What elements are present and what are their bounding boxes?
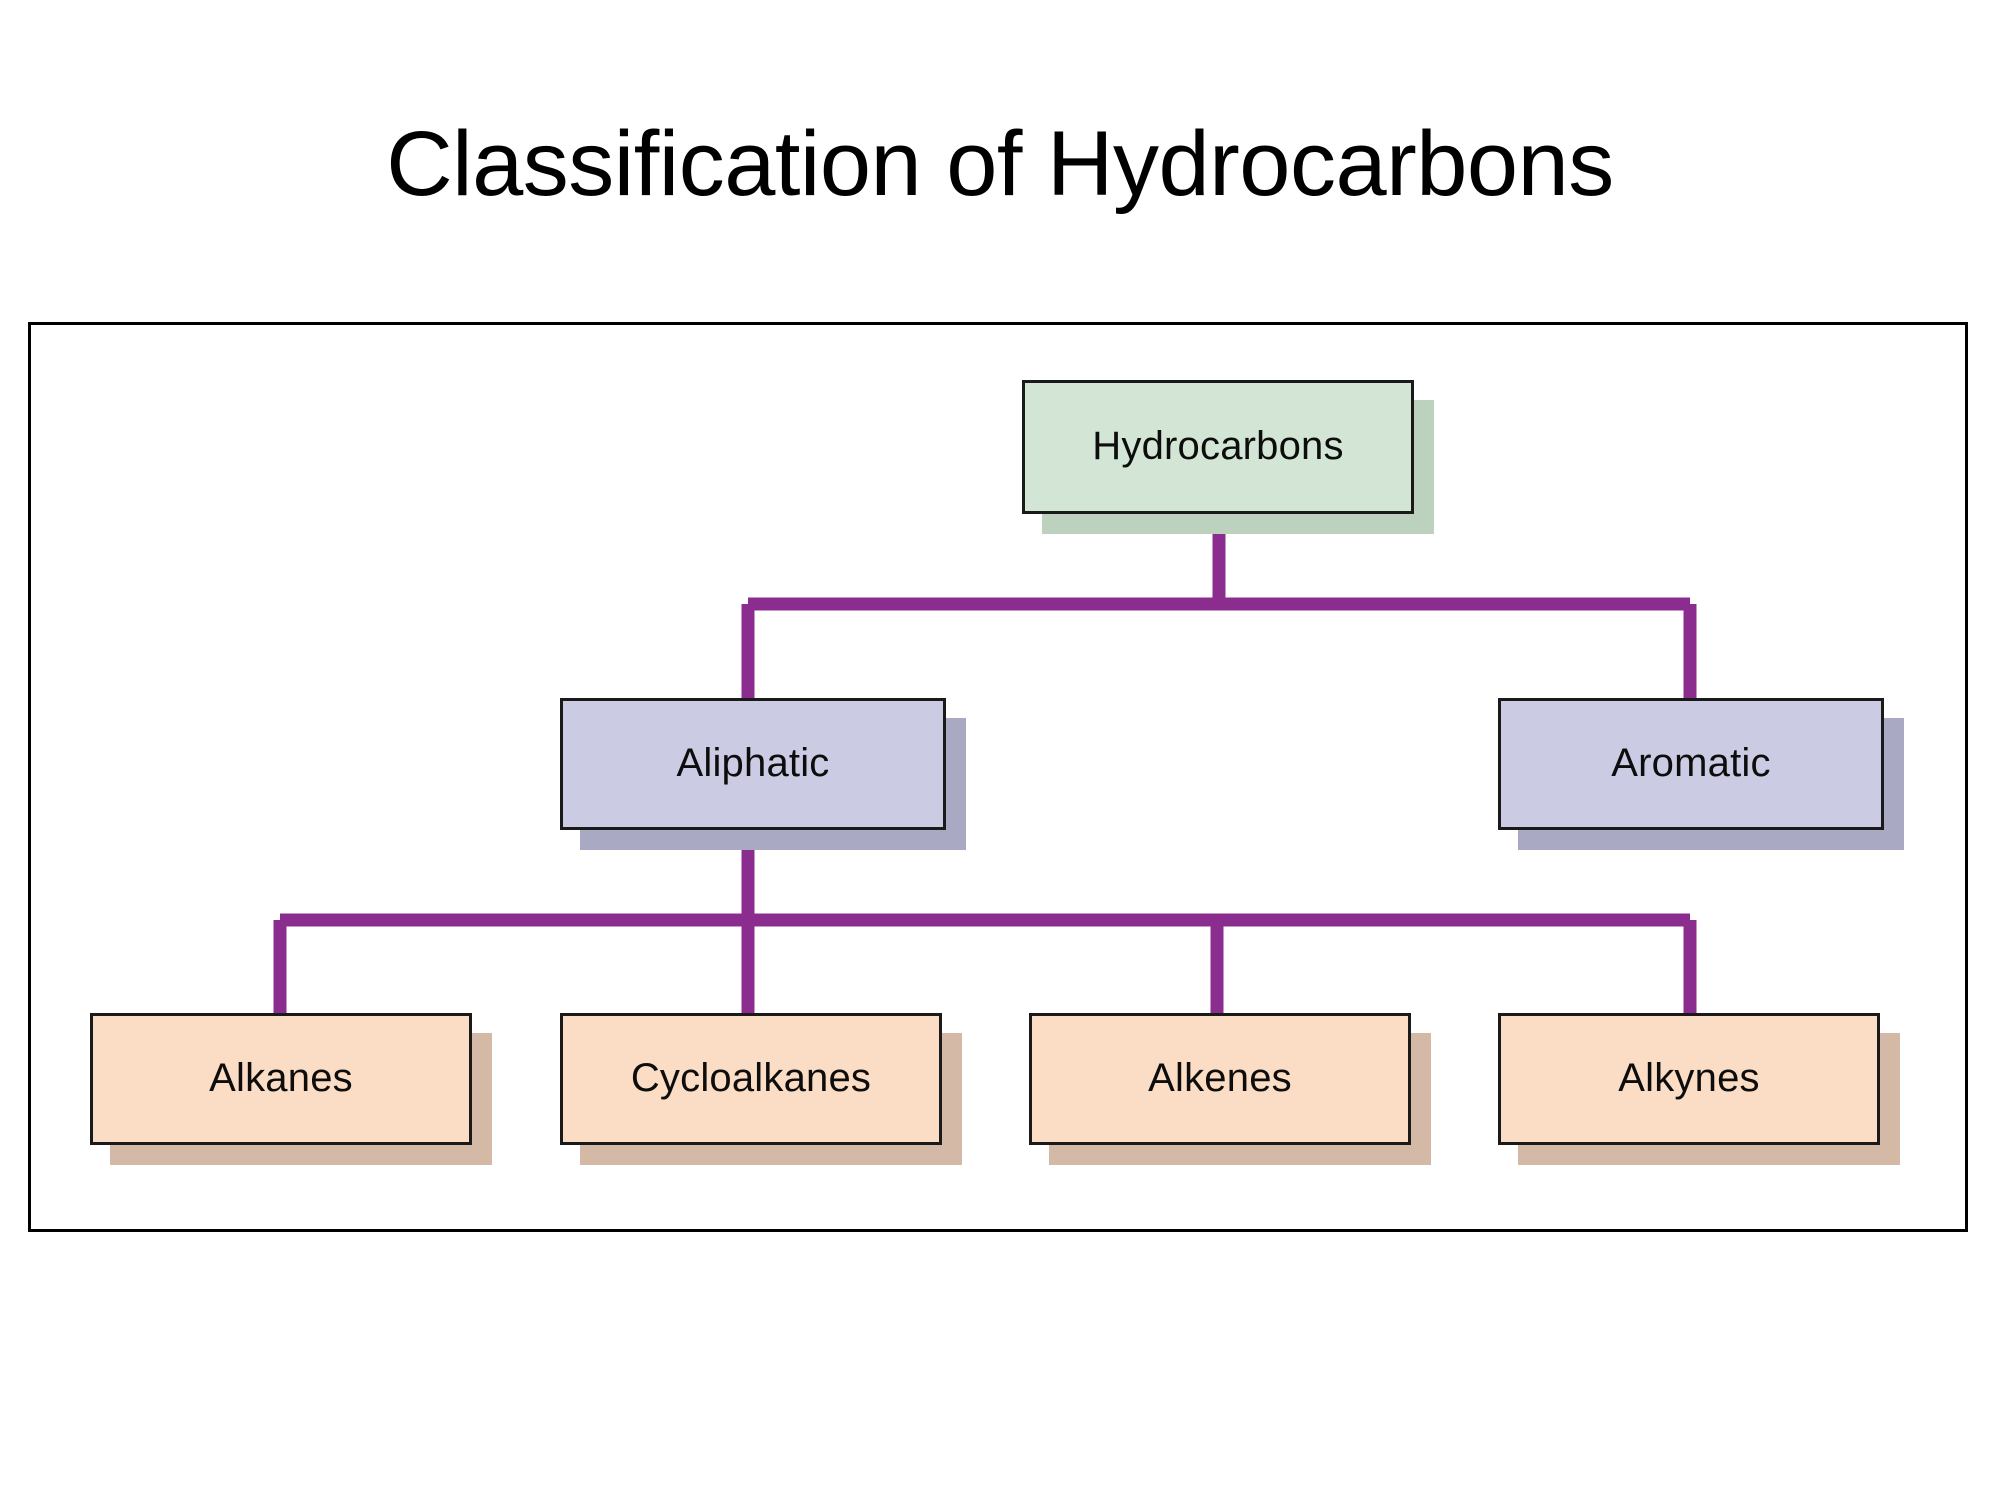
node-alkanes-label: Alkanes (209, 1056, 353, 1100)
node-alkanes[interactable]: Alkanes (90, 1013, 472, 1145)
node-alkenes[interactable]: Alkenes (1029, 1013, 1411, 1145)
node-aliphatic[interactable]: Aliphatic (560, 698, 946, 830)
node-aliphatic-label: Aliphatic (676, 741, 830, 785)
node-cycloalkanes[interactable]: Cycloalkanes (560, 1013, 942, 1145)
node-hydrocarbons-label: Hydrocarbons (1092, 424, 1344, 468)
node-aromatic[interactable]: Aromatic (1498, 698, 1884, 830)
page-title: Classification of Hydrocarbons (386, 113, 1614, 215)
node-aromatic-label: Aromatic (1611, 741, 1771, 785)
node-cycloalkanes-label: Cycloalkanes (630, 1056, 872, 1100)
node-alkenes-label: Alkenes (1148, 1056, 1292, 1100)
node-hydrocarbons[interactable]: Hydrocarbons (1022, 380, 1414, 514)
node-alkynes[interactable]: Alkynes (1498, 1013, 1880, 1145)
node-alkynes-label: Alkynes (1618, 1056, 1760, 1100)
